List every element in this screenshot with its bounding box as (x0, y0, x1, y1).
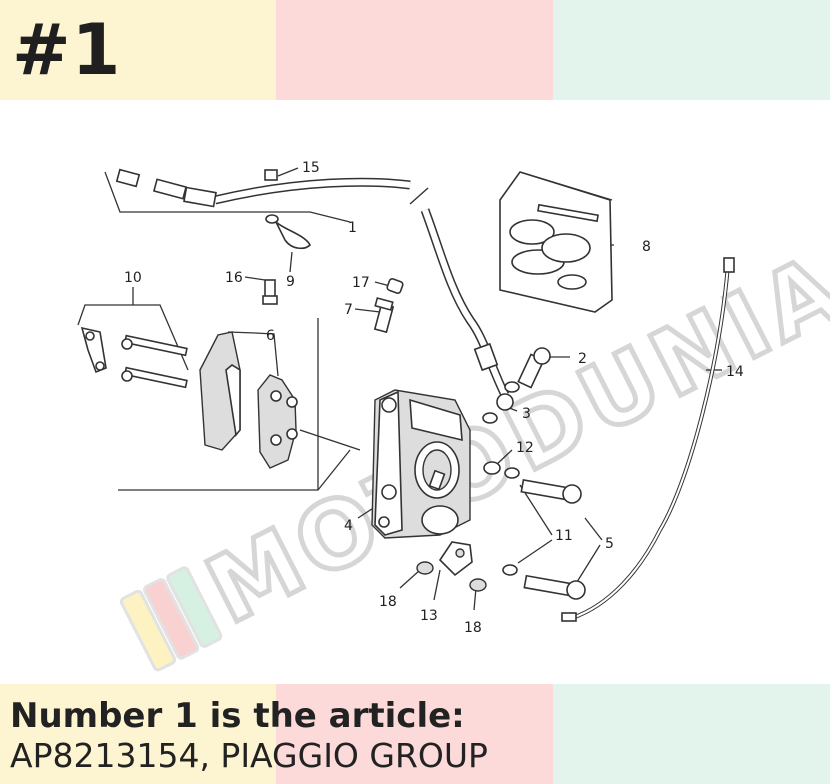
callout-10: 10 (124, 270, 142, 286)
mounting-bracket (416, 541, 487, 592)
band-pink (276, 0, 553, 100)
seal-kit-box (499, 171, 613, 313)
callout-12: 12 (516, 440, 534, 456)
callout-17: 17 (352, 275, 370, 291)
callout-1: 1 (348, 220, 357, 236)
band-yellow (0, 0, 276, 100)
callout-4: 4 (344, 518, 353, 534)
callout-5: 5 (605, 536, 614, 552)
brake-caliper-diagram: MOTODUNIA (77, 160, 830, 672)
callout-15: 15 (302, 160, 320, 176)
brake-caliper (371, 389, 471, 539)
caption-heading: Number 1 is the article: (10, 696, 465, 736)
part-number-title: #1 (12, 9, 122, 91)
callout-8: 8 (642, 239, 651, 255)
caption-article-number: AP8213154, PIAGGIO GROUP (10, 736, 488, 775)
band-green (553, 684, 830, 784)
brake-line (561, 257, 735, 622)
callout-18-right: 18 (464, 620, 482, 636)
callout-11: 11 (555, 528, 573, 544)
callout-labels: 1 2 3 4 5 6 7 8 9 10 11 12 13 14 15 16 1… (124, 160, 744, 636)
pad-pin-kit (80, 326, 188, 389)
band-green (553, 0, 830, 100)
callout-9: 9 (286, 274, 295, 290)
callout-7: 7 (344, 302, 353, 318)
callout-6: 6 (266, 328, 275, 344)
top-color-band (0, 0, 830, 100)
caliper-bolts (483, 461, 586, 600)
callout-2: 2 (578, 351, 587, 367)
bottom-color-band (0, 684, 830, 784)
callout-3: 3 (522, 406, 531, 422)
brake-pads (199, 331, 298, 469)
callout-16: 16 (225, 270, 243, 286)
callout-14: 14 (726, 364, 744, 380)
band-pink (276, 684, 553, 784)
banjo-bolt (482, 347, 551, 424)
band-yellow (0, 684, 276, 784)
callout-18-left: 18 (379, 594, 397, 610)
bracket-fasteners (262, 169, 311, 305)
brake-hose (115, 168, 514, 411)
callout-13: 13 (420, 608, 438, 624)
bleed-screw (373, 278, 404, 334)
